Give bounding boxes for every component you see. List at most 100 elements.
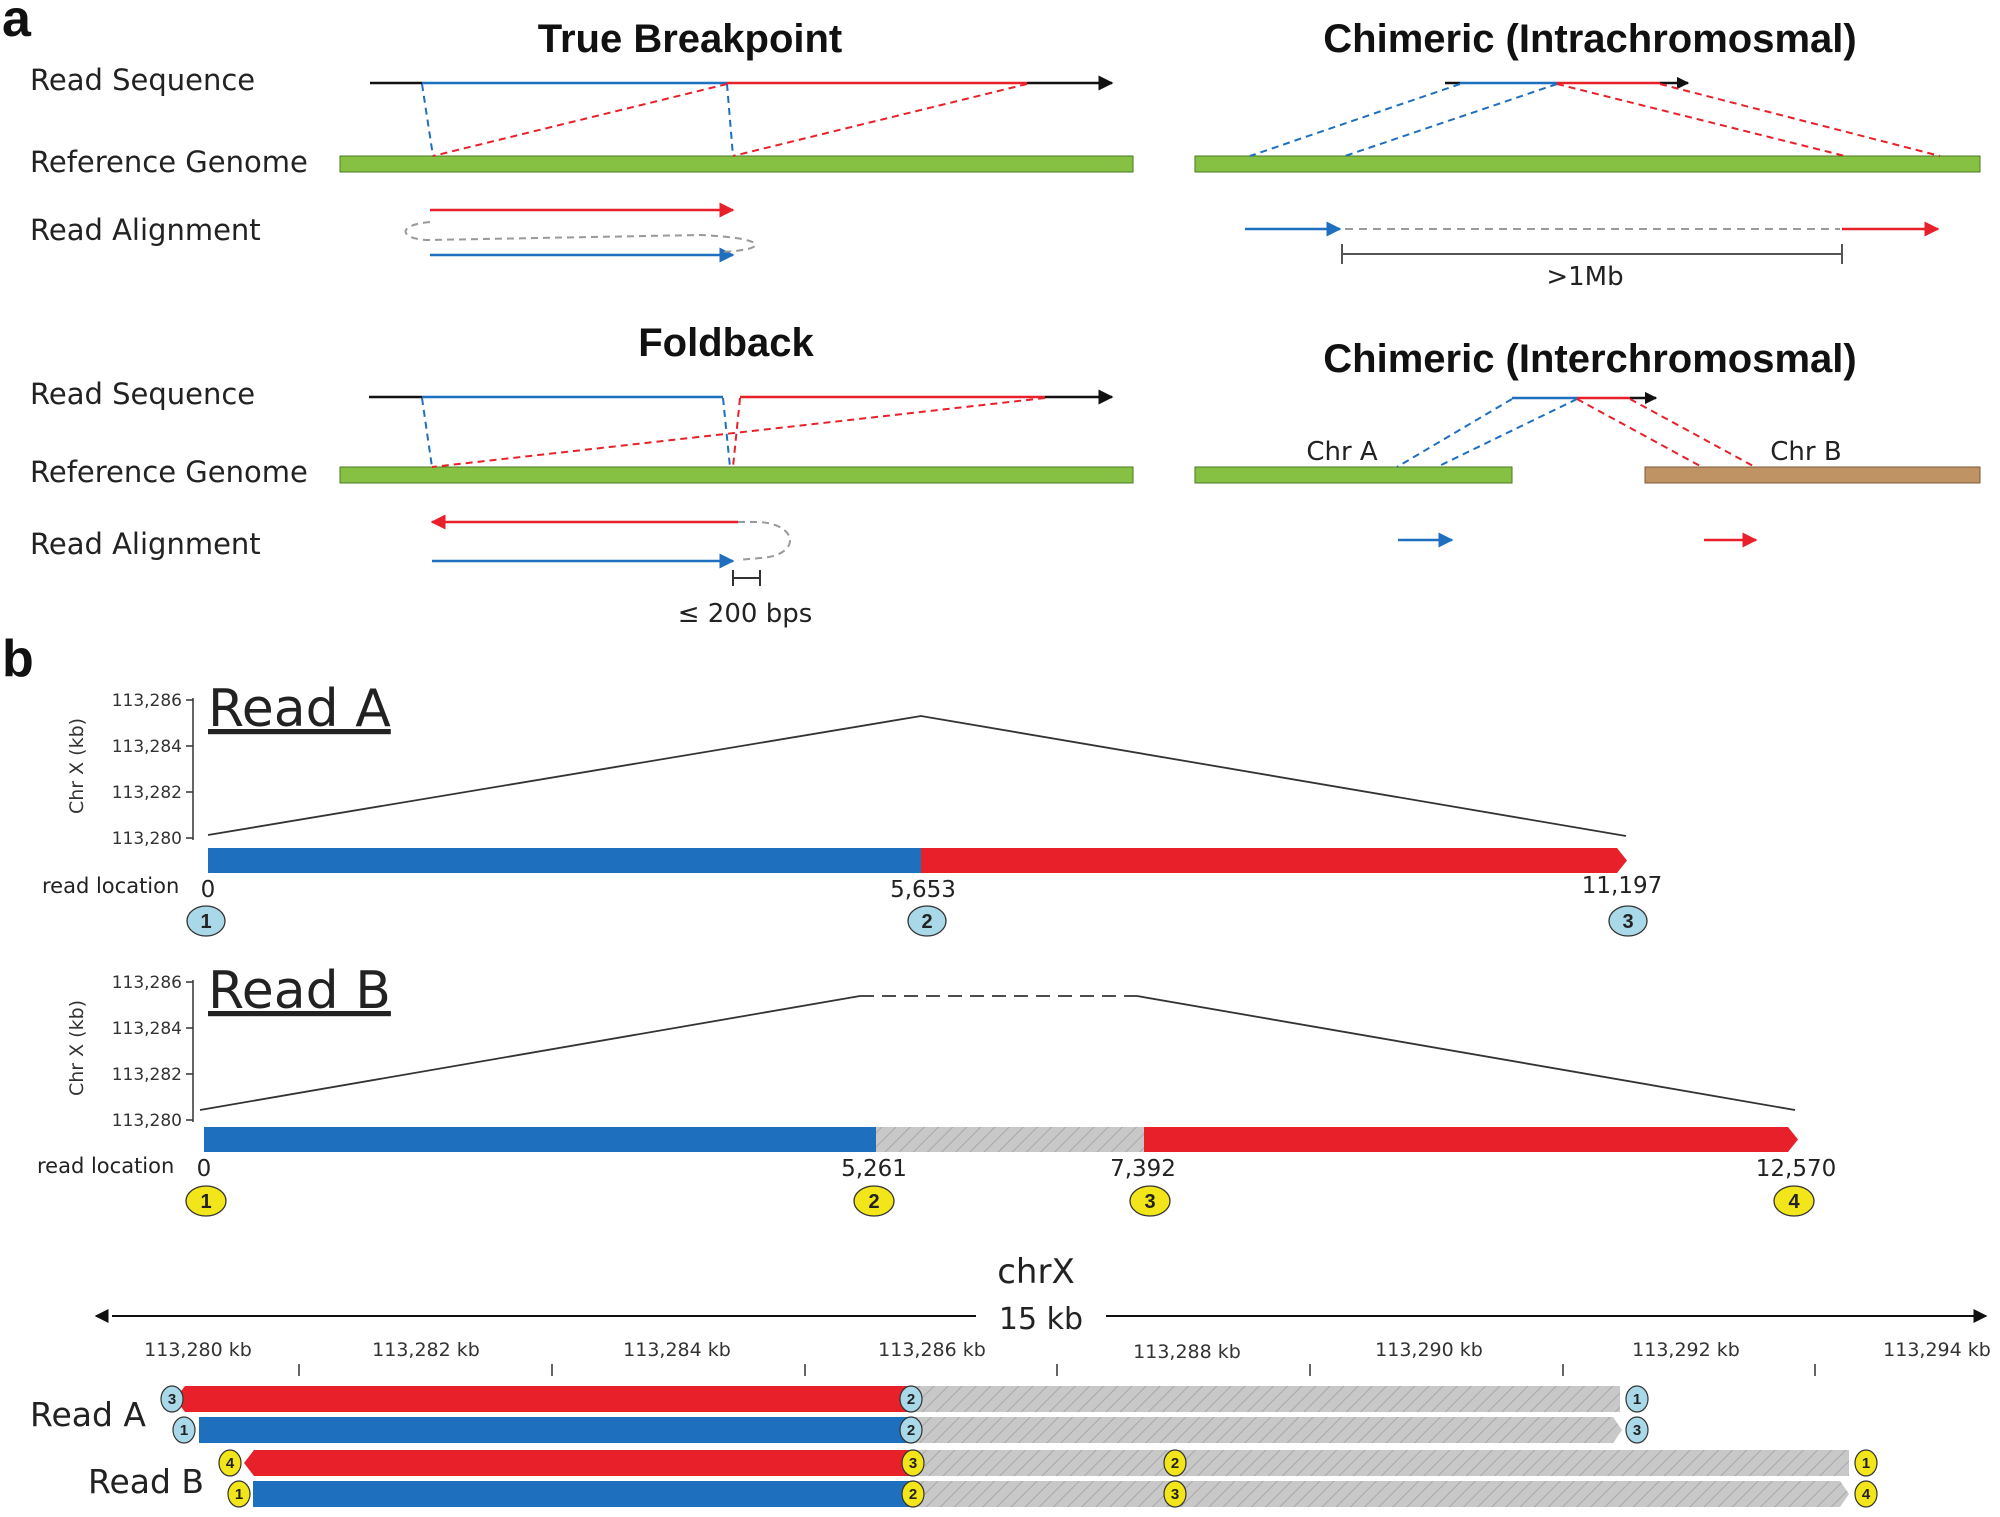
- tb-map-line: [432, 83, 728, 157]
- inter-chr-a-label: Chr A: [1306, 437, 1378, 467]
- browser-badge: [1854, 1480, 1878, 1508]
- read-b-badge: [853, 1185, 895, 1217]
- fb-gap-label: ≤ 200 bps: [678, 599, 813, 629]
- fb-reference-genome: [339, 466, 1134, 484]
- tb-reference-genome: [339, 155, 1134, 173]
- browser-read-a-bottom-gray: [912, 1417, 1622, 1443]
- panel-a-letter: a: [2, 0, 32, 48]
- fb-reference-genome-label: Reference Genome: [30, 455, 308, 489]
- true-breakpoint-diagram: True Breakpoint Read Sequence Reference …: [30, 17, 1134, 263]
- read-a-location: 0: [201, 877, 216, 903]
- panel-b-letter: b: [2, 630, 34, 688]
- intra-map-line: [1344, 83, 1558, 157]
- read-a-y-tick: 113,286: [112, 691, 182, 711]
- svg-text:2: 2: [868, 1191, 879, 1213]
- browser-read-a-bottom-blue: [199, 1417, 912, 1443]
- tb-align-connector: [404, 221, 757, 253]
- browser-read-b-top-red: [244, 1450, 912, 1476]
- read-b-unaligned-segment: [876, 1127, 1144, 1152]
- browser-tick-label: 113,284 kb: [623, 1339, 731, 1361]
- svg-text:1: 1: [1862, 1455, 1870, 1472]
- read-b-location-label: read location: [37, 1154, 174, 1178]
- svg-text:3: 3: [1633, 1422, 1641, 1439]
- browser-badge: [899, 1385, 923, 1413]
- browser-tick-label: 113,288 kb: [1133, 1341, 1241, 1363]
- tb-map-line: [421, 83, 434, 157]
- fb-map-line: [431, 397, 1046, 468]
- read-b-blue-segment: [204, 1127, 876, 1152]
- read-a-badge: [186, 905, 226, 937]
- browser-tick-label: 113,280 kb: [144, 1339, 252, 1361]
- browser-badge: [901, 1449, 925, 1477]
- browser-badge: [160, 1385, 184, 1413]
- tb-read-sequence-label: Read Sequence: [30, 63, 255, 97]
- svg-text:4: 4: [1862, 1486, 1871, 1503]
- browser-chrom-label: chrX: [997, 1252, 1075, 1292]
- foldback-diagram: Foldback Read Sequence Reference Genome …: [30, 321, 1134, 629]
- svg-text:1: 1: [1633, 1391, 1641, 1408]
- tb-read-alignment-label: Read Alignment: [30, 213, 261, 247]
- svg-text:2: 2: [907, 1422, 915, 1439]
- svg-text:2: 2: [921, 911, 932, 933]
- intrachromosomal-title: Chimeric (Intrachromosmal): [1323, 17, 1856, 61]
- svg-text:4: 4: [1788, 1191, 1800, 1213]
- intra-reference-genome: [1194, 155, 1981, 173]
- browser-read-a-top-gray: [912, 1386, 1620, 1412]
- true-breakpoint-title: True Breakpoint: [538, 17, 843, 61]
- browser-badge: [901, 1480, 925, 1508]
- svg-text:1: 1: [235, 1486, 243, 1503]
- read-b-badge: [185, 1185, 227, 1217]
- browser-badge: [1854, 1449, 1878, 1477]
- read-a-location-label: read location: [42, 874, 179, 898]
- inter-chr-b-label: Chr B: [1770, 437, 1841, 467]
- browser-badge: [899, 1416, 923, 1444]
- svg-text:3: 3: [1144, 1191, 1155, 1213]
- read-b-location: 0: [197, 1156, 212, 1182]
- read-b-red-segment: [1144, 1127, 1798, 1152]
- read-b-badge: [1129, 1185, 1171, 1217]
- foldback-title: Foldback: [638, 321, 814, 365]
- fb-read-sequence-label: Read Sequence: [30, 377, 255, 411]
- svg-text:1: 1: [200, 911, 211, 933]
- browser-badge: [1625, 1385, 1649, 1413]
- read-b-y-axis-label: Chr X (kb): [66, 1000, 88, 1096]
- read-a-plot: 113,286 113,284 113,282 113,280 Chr X (k…: [42, 679, 1662, 937]
- intra-map-line: [1249, 83, 1461, 157]
- intra-map-line: [1556, 83, 1846, 157]
- read-a-location: 5,653: [890, 877, 956, 903]
- read-b-location: 7,392: [1110, 1156, 1176, 1182]
- tb-reference-genome-label: Reference Genome: [30, 145, 308, 179]
- svg-text:2: 2: [907, 1391, 915, 1408]
- fb-read-alignment-label: Read Alignment: [30, 527, 261, 561]
- tb-map-line: [732, 83, 1028, 157]
- read-a-y-tick: 113,280: [112, 829, 182, 849]
- svg-text:3: 3: [1622, 911, 1633, 933]
- read-b-y-tick: 113,280: [112, 1111, 182, 1131]
- read-a-badge: [1608, 905, 1648, 937]
- read-a-location: 11,197: [1582, 873, 1662, 899]
- browser-tick-label: 113,294 kb: [1883, 1339, 1991, 1361]
- read-b-y-tick: 113,282: [112, 1065, 182, 1085]
- inter-map-line: [1396, 398, 1513, 468]
- read-a-badge: [907, 905, 947, 937]
- svg-text:2: 2: [909, 1486, 917, 1503]
- inter-map-line: [1436, 398, 1578, 468]
- intra-map-line: [1659, 83, 1941, 157]
- intra-distance-label: >1Mb: [1546, 262, 1623, 292]
- browser-read-b-bottom-blue: [253, 1481, 912, 1507]
- browser-tick-label: 113,286 kb: [878, 1339, 986, 1361]
- browser-tick-label: 113,282 kb: [372, 1339, 480, 1361]
- browser-tick-label: 113,290 kb: [1375, 1339, 1483, 1361]
- read-a-title: Read A: [208, 679, 391, 739]
- svg-text:1: 1: [200, 1191, 211, 1213]
- inter-map-line: [1576, 398, 1703, 468]
- browser-badge: [218, 1449, 242, 1477]
- browser-tick-label: 113,292 kb: [1632, 1339, 1740, 1361]
- browser-read-b-top-gray: [912, 1450, 1849, 1476]
- svg-text:3: 3: [168, 1391, 176, 1408]
- read-a-y-tick: 113,282: [112, 783, 182, 803]
- browser-track-read-a: Read A: [30, 1395, 146, 1434]
- tb-map-line: [726, 83, 734, 157]
- genome-browser: chrX 15 kb 113,280 kb 113,282 kb 113,284…: [30, 1252, 1991, 1508]
